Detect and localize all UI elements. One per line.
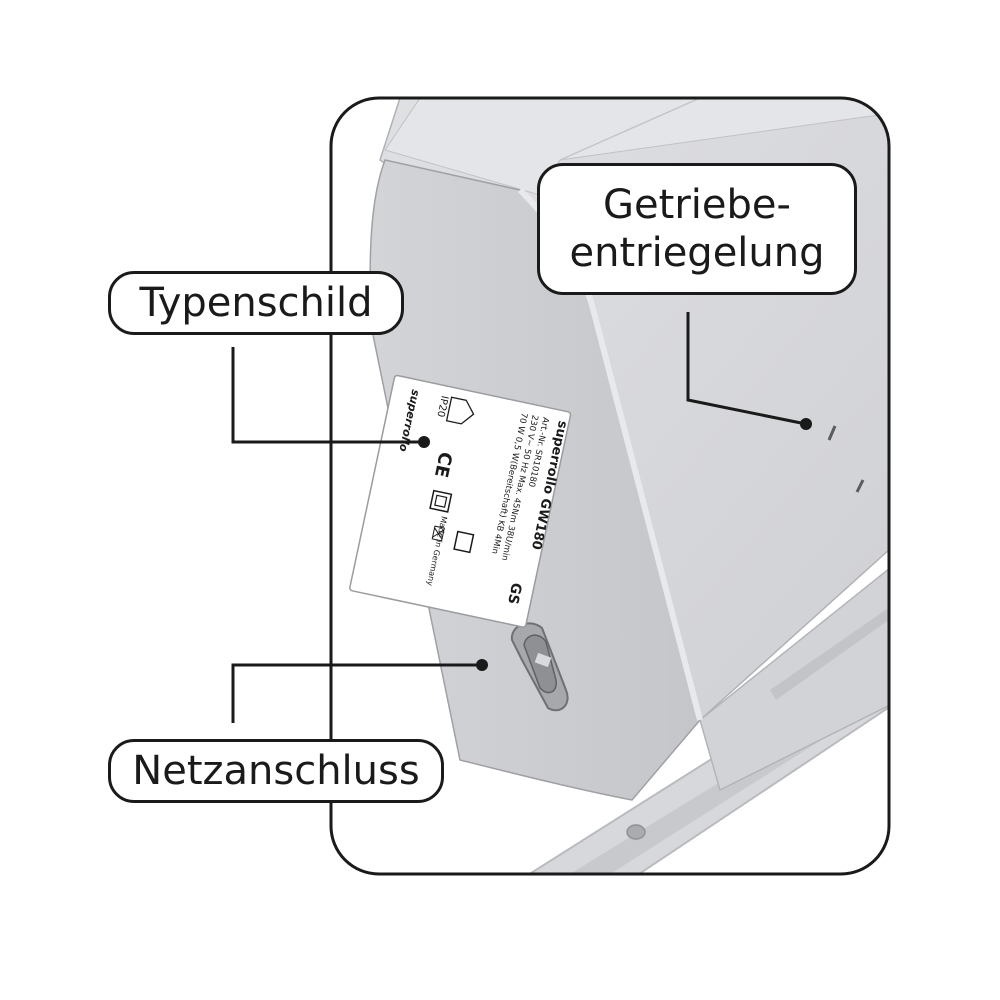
callout-typenschild: Typenschild	[108, 271, 404, 335]
leader-dot-netzanschluss	[476, 659, 488, 671]
indoor-use-icon	[453, 530, 475, 554]
callout-getriebe-line2: entriegelung	[569, 230, 825, 276]
gear-release-mark-upper	[827, 425, 837, 441]
callout-typenschild-label: Typenschild	[139, 280, 373, 326]
nameplate-gs: GS	[504, 581, 524, 605]
leader-line-netzanschluss	[231, 663, 482, 723]
leader-dot-getriebe	[800, 418, 812, 430]
leader-dot-typenschild	[418, 436, 430, 448]
leader-line-getriebe	[686, 312, 807, 426]
callout-netzanschluss: Netzanschluss	[108, 739, 444, 803]
leader-line-typenschild	[231, 347, 424, 444]
illustration-frame	[329, 96, 891, 876]
callout-getriebe-line1: Getriebe-	[603, 182, 791, 228]
weee-bin-icon: ⌧	[428, 524, 447, 543]
callout-getriebeentriegelung: Getriebe- entriegelung	[537, 163, 857, 295]
gear-release-mark-lower	[855, 479, 865, 493]
double-insulation-icon	[429, 489, 453, 513]
nameplate-background	[349, 374, 572, 628]
rail-hole	[626, 824, 646, 840]
house-icon	[445, 396, 475, 425]
nameplate: superrollo GW180 Art.-Nr. SR10180 230 V~…	[349, 374, 572, 628]
power-socket	[510, 622, 569, 712]
nameplate-rating: IP20	[434, 395, 449, 419]
nameplate-ce: CE	[430, 450, 456, 479]
callout-netzanschluss-label: Netzanschluss	[132, 748, 420, 794]
